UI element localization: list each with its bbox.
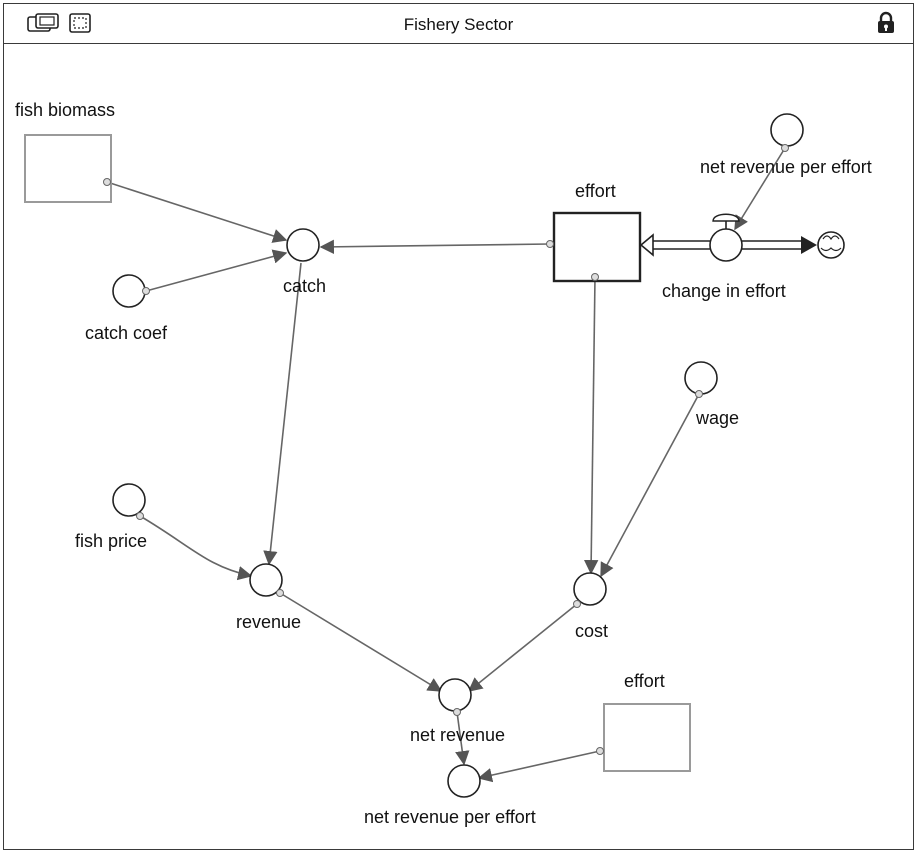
connector-fishprice-revenue[interactable] xyxy=(139,515,253,581)
converter-change-in-effort[interactable] xyxy=(709,228,743,262)
connector-revenue-netrevenue[interactable] xyxy=(279,592,443,692)
connector-wage-cost[interactable] xyxy=(600,393,700,578)
label-cost: cost xyxy=(575,621,608,641)
stock-fish-biomass[interactable] xyxy=(24,134,112,203)
connector-netrevenue-nrpe[interactable] xyxy=(455,711,470,766)
diagram-canvas: fish biomass effort effort catch catch c… xyxy=(15,100,872,827)
connector-catchcoef-catch[interactable] xyxy=(145,249,288,292)
connector-effortghost-nrpe[interactable] xyxy=(477,750,601,783)
label-catch: catch xyxy=(283,276,326,296)
connector-effort-catch[interactable] xyxy=(319,239,551,255)
label-wage: wage xyxy=(695,408,739,428)
stock-effort-ghost[interactable] xyxy=(603,703,691,772)
connector-biomass-catch[interactable] xyxy=(106,181,288,243)
label-net-revenue-per-effort: net revenue per effort xyxy=(364,807,536,827)
label-change-in-effort: change in effort xyxy=(662,281,786,301)
connector-catch-revenue[interactable] xyxy=(263,262,302,566)
label-net-revenue: net revenue xyxy=(410,725,505,745)
stock-effort[interactable] xyxy=(552,211,642,283)
model-window: Fishery Sector xyxy=(3,3,914,850)
converter-fish-price[interactable] xyxy=(112,483,146,517)
cloud-icon xyxy=(817,231,845,259)
label-effort-ghost: effort xyxy=(624,671,665,691)
selection-icon[interactable] xyxy=(66,11,96,35)
lock-icon[interactable] xyxy=(875,11,897,35)
connector-cost-netrevenue[interactable] xyxy=(467,603,578,692)
converter-wage[interactable] xyxy=(684,361,718,395)
converter-revenue[interactable] xyxy=(249,563,283,597)
label-revenue: revenue xyxy=(236,612,301,632)
pages-icon[interactable] xyxy=(26,11,60,35)
converter-catch-coef[interactable] xyxy=(112,274,146,308)
label-fish-biomass: fish biomass xyxy=(15,100,115,120)
converter-net-revenue-per-effort-top[interactable] xyxy=(770,113,804,147)
connector-effort-cost[interactable] xyxy=(583,276,599,575)
converter-cost[interactable] xyxy=(573,572,607,606)
converter-net-revenue-per-effort[interactable] xyxy=(447,764,481,798)
label-effort: effort xyxy=(575,181,616,201)
label-fish-price: fish price xyxy=(75,531,147,551)
window-title: Fishery Sector xyxy=(403,15,514,34)
converter-catch[interactable] xyxy=(286,228,320,262)
label-net-revenue-per-effort-top: net revenue per effort xyxy=(700,157,872,177)
label-catch-coef: catch coef xyxy=(85,323,168,343)
converter-net-revenue[interactable] xyxy=(438,678,472,712)
title-bar: Fishery Sector xyxy=(4,4,913,44)
connector-nrpe-changeineffort[interactable] xyxy=(734,147,786,231)
